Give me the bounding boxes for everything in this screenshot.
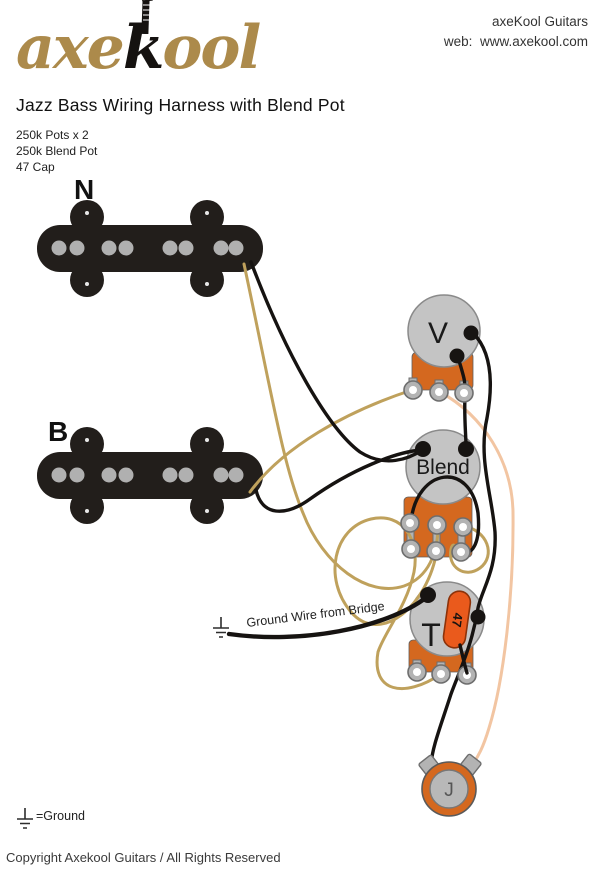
solder-dot xyxy=(463,325,479,341)
copyright-text: Copyright Axekool Guitars / All Rights R… xyxy=(6,850,281,865)
wire-neck-hot-tan xyxy=(242,262,440,590)
jack-label: J xyxy=(444,780,454,801)
solder-dot xyxy=(420,587,436,603)
spec-list: 250k Pots x 2 250k Blend Pot 47 Cap xyxy=(16,127,97,175)
wire-volume-to-jack-black xyxy=(429,331,497,767)
wire-neck-ground-black xyxy=(249,260,424,463)
screw-hole xyxy=(85,211,89,215)
neck-pickup: N xyxy=(37,174,263,297)
spec-pots: 250k Pots x 2 xyxy=(16,128,89,142)
ground-symbol-bridge xyxy=(213,617,229,638)
screw-hole xyxy=(85,282,89,286)
company-name: axeKool Guitars xyxy=(491,14,588,29)
wires xyxy=(226,260,515,767)
logo: axek ool xyxy=(16,0,261,94)
logo-guitar-k: k xyxy=(123,0,164,94)
volume-pot-lugs xyxy=(403,380,474,403)
solder-dot xyxy=(415,441,431,457)
company-web: web: www.axekool.com xyxy=(444,32,588,52)
blend-pot-lugs xyxy=(400,513,473,562)
capacitor-lead xyxy=(458,643,469,675)
bridge-pickup: B xyxy=(37,416,263,524)
web-url: www.axekool.com xyxy=(479,34,588,49)
solder-dots xyxy=(415,325,486,625)
pot-lugs xyxy=(400,380,477,685)
screw-hole xyxy=(205,282,209,286)
solder-dot xyxy=(458,441,474,457)
volume-pot-label: V xyxy=(428,317,448,350)
bridge-pickup-poles xyxy=(51,467,244,483)
wire-bridge-ground-black xyxy=(254,448,423,513)
company-info: axeKool Guitars web: www.axekool.com xyxy=(444,12,588,52)
neck-pickup-body xyxy=(37,225,263,272)
wire-volume-to-jack-salmon xyxy=(438,390,515,767)
solder-dot xyxy=(470,609,486,625)
screw-hole xyxy=(85,509,89,513)
screw-hole xyxy=(205,438,209,442)
logo-text-ool: ool xyxy=(162,13,261,83)
wire-blend-loop-black xyxy=(409,475,481,554)
solder-dot xyxy=(449,348,465,364)
ground-symbol-legend xyxy=(17,808,33,829)
output-jack: J xyxy=(418,753,482,817)
blend-pot-label: Blend xyxy=(416,456,470,479)
capacitor: 47 xyxy=(442,590,472,649)
wire-bridge-hot-tan xyxy=(248,388,414,494)
jack-center xyxy=(429,769,469,809)
logo-text-axe: axe xyxy=(16,13,125,83)
screw-hole xyxy=(205,211,209,215)
volume-pot: V xyxy=(407,294,481,393)
volume-pot-face xyxy=(407,294,481,368)
tone-pot-lugs xyxy=(407,662,477,685)
page-title: Jazz Bass Wiring Harness with Blend Pot xyxy=(16,95,345,115)
wire-bridge-ground-lead xyxy=(226,594,430,640)
neck-pickup-poles xyxy=(51,240,244,256)
neck-pickup-label: N xyxy=(74,174,94,205)
screw-hole xyxy=(85,438,89,442)
capacitor-label: 47 xyxy=(449,612,466,628)
tone-pot-label: T xyxy=(421,617,441,653)
spec-cap: 47 Cap xyxy=(16,160,55,174)
ground-legend-label: =Ground xyxy=(36,809,85,823)
guitar-neck-icon xyxy=(141,0,153,34)
capacitor-body xyxy=(442,590,472,649)
bridge-pickup-label: B xyxy=(48,416,68,447)
screw-hole xyxy=(205,509,209,513)
spec-blend: 250k Blend Pot xyxy=(16,144,98,158)
web-label: web: xyxy=(443,34,473,49)
bridge-pickup-body xyxy=(37,452,263,499)
